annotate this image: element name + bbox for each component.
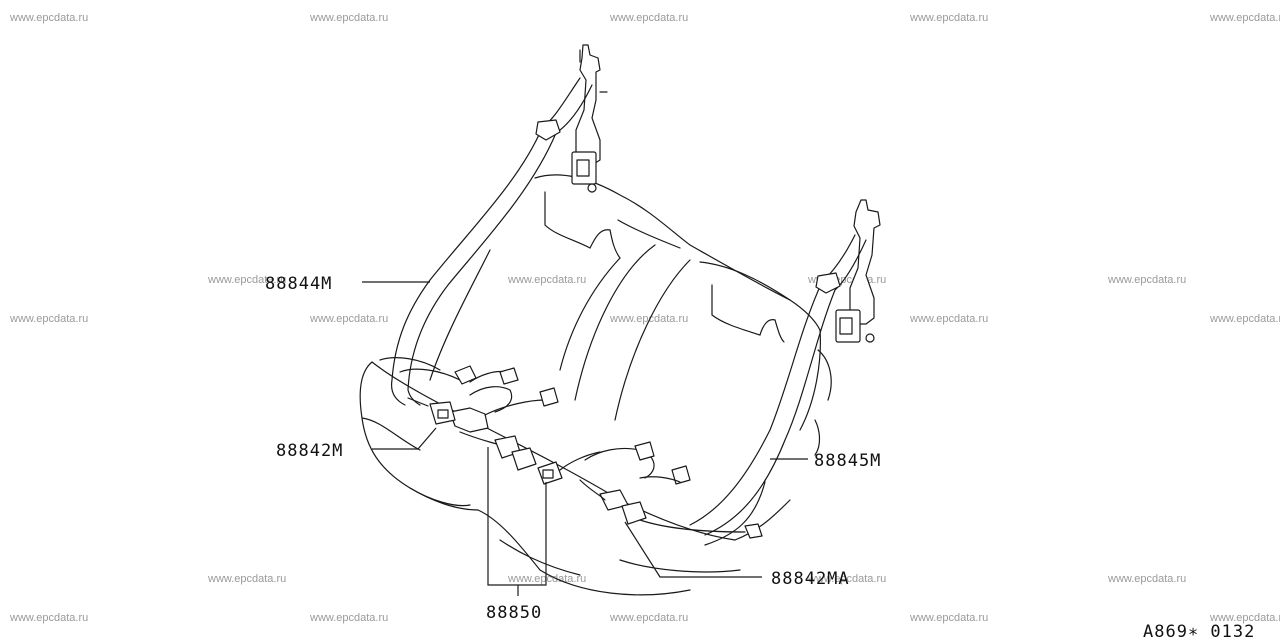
left-shoulder-belt xyxy=(390,77,593,406)
part-callouts: 88844M 88842M 88845M 88842MA 88850 xyxy=(265,274,881,623)
watermark-text: www.epcdata.ru xyxy=(1107,274,1186,286)
leader-88842m xyxy=(372,427,437,450)
watermark-text: www.epcdata.ru xyxy=(9,12,88,24)
watermark-text: www.epcdata.ru xyxy=(1107,573,1186,585)
watermark-text: www.epcdata.ru xyxy=(1209,12,1280,24)
watermark-text: www.epcdata.ru xyxy=(609,612,688,624)
leader-88842ma xyxy=(624,521,762,578)
watermark-text: www.epcdata.ru xyxy=(609,12,688,24)
diagram-code: A869∗ 0132 xyxy=(1143,622,1255,640)
watermark-text: www.epcdata.ru xyxy=(909,612,988,624)
watermark-text: www.epcdata.ru xyxy=(207,573,286,585)
part-label-88845m: 88845M xyxy=(814,451,881,471)
watermark-layer: www.epcdata.ru www.epcdata.ru www.epcdat… xyxy=(9,12,1280,624)
part-label-88842m: 88842M xyxy=(276,441,343,461)
leader-lines xyxy=(362,281,808,596)
part-label-88842ma: 88842MA xyxy=(771,569,850,589)
watermark-text: www.epcdata.ru xyxy=(1209,612,1280,624)
part-label-88844m: 88844M xyxy=(265,274,332,294)
right-shoulder-belt xyxy=(689,234,867,546)
watermark-text: www.epcdata.ru xyxy=(207,274,286,286)
watermark-text: www.epcdata.ru xyxy=(609,313,688,325)
watermark-text: www.epcdata.ru xyxy=(309,313,388,325)
left-retractor-assembly xyxy=(571,44,608,193)
watermark-text: www.epcdata.ru xyxy=(309,612,388,624)
watermark-text: www.epcdata.ru xyxy=(9,313,88,325)
watermark-text: www.epcdata.ru xyxy=(807,573,886,585)
leader-88850 xyxy=(487,447,547,586)
center-buckle-group xyxy=(494,435,763,539)
watermark-text: www.epcdata.ru xyxy=(507,573,586,585)
right-retractor-assembly xyxy=(835,199,881,343)
left-buckle-group xyxy=(379,357,559,451)
watermark-text: www.epcdata.ru xyxy=(507,274,586,286)
part-label-88850: 88850 xyxy=(486,603,542,623)
seat-cushion-outline xyxy=(359,361,791,596)
watermark-text: www.epcdata.ru xyxy=(309,12,388,24)
watermark-text: www.epcdata.ru xyxy=(909,12,988,24)
watermark-text: www.epcdata.ru xyxy=(909,313,988,325)
watermark-text: www.epcdata.ru xyxy=(1209,313,1280,325)
watermark-text: www.epcdata.ru xyxy=(9,612,88,624)
